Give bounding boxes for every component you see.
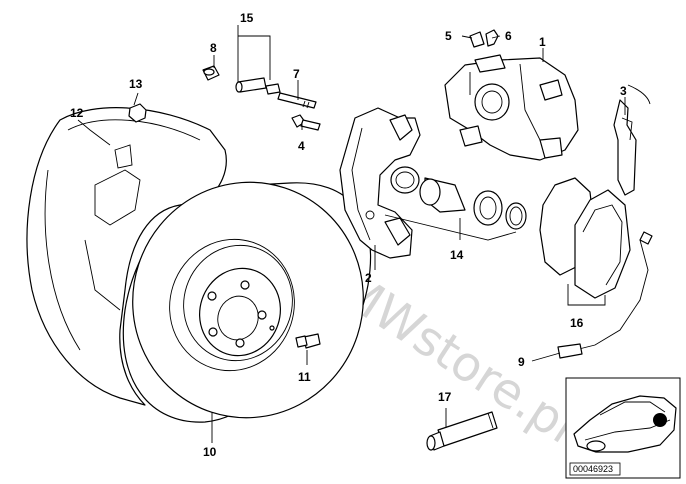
callout-labels: 1 2 3 4 5 6 7 8 9 10 11 12 13 14 15 16 1…: [70, 11, 627, 459]
bolt-11: [295, 333, 321, 349]
callout-8: 8: [210, 41, 217, 55]
callout-15: 15: [240, 11, 254, 25]
guide-sleeve-15: [235, 77, 281, 95]
brake-disc: [122, 181, 372, 423]
callout-16: 16: [570, 316, 584, 330]
callout-6: 6: [505, 29, 512, 43]
callout-1: 1: [539, 35, 546, 49]
dust-shield: [26, 107, 227, 406]
callout-3: 3: [620, 84, 627, 98]
callout-14: 14: [450, 248, 464, 262]
bleeder-screw: [469, 29, 499, 48]
piston-seal-kit: [390, 166, 527, 230]
bolt-4: [291, 114, 321, 131]
brake-pad-set: [539, 177, 631, 299]
callout-2: 2: [365, 271, 372, 285]
callout-17: 17: [438, 390, 452, 404]
callout-4: 4: [298, 139, 305, 153]
callout-10: 10: [203, 445, 217, 459]
bolt-13: [128, 103, 147, 123]
callout-12: 12: [70, 106, 84, 120]
vehicle-locator-inset: 00046923: [565, 377, 681, 479]
caliper-housing: [444, 54, 579, 161]
reference-code: 00046923: [573, 464, 613, 474]
callout-13: 13: [129, 77, 143, 91]
leader-lines: [77, 25, 626, 443]
location-marker: [653, 413, 667, 427]
cap-8: [202, 65, 220, 81]
grease-tube: [426, 411, 498, 451]
callout-7: 7: [293, 67, 300, 81]
guide-pin-7: [277, 92, 317, 109]
callout-9: 9: [518, 355, 525, 369]
retaining-spring: [613, 84, 651, 196]
callout-11: 11: [298, 370, 311, 384]
caliper-carrier: [339, 107, 421, 259]
callout-5: 5: [445, 29, 452, 43]
wear-sensor: [557, 231, 653, 359]
